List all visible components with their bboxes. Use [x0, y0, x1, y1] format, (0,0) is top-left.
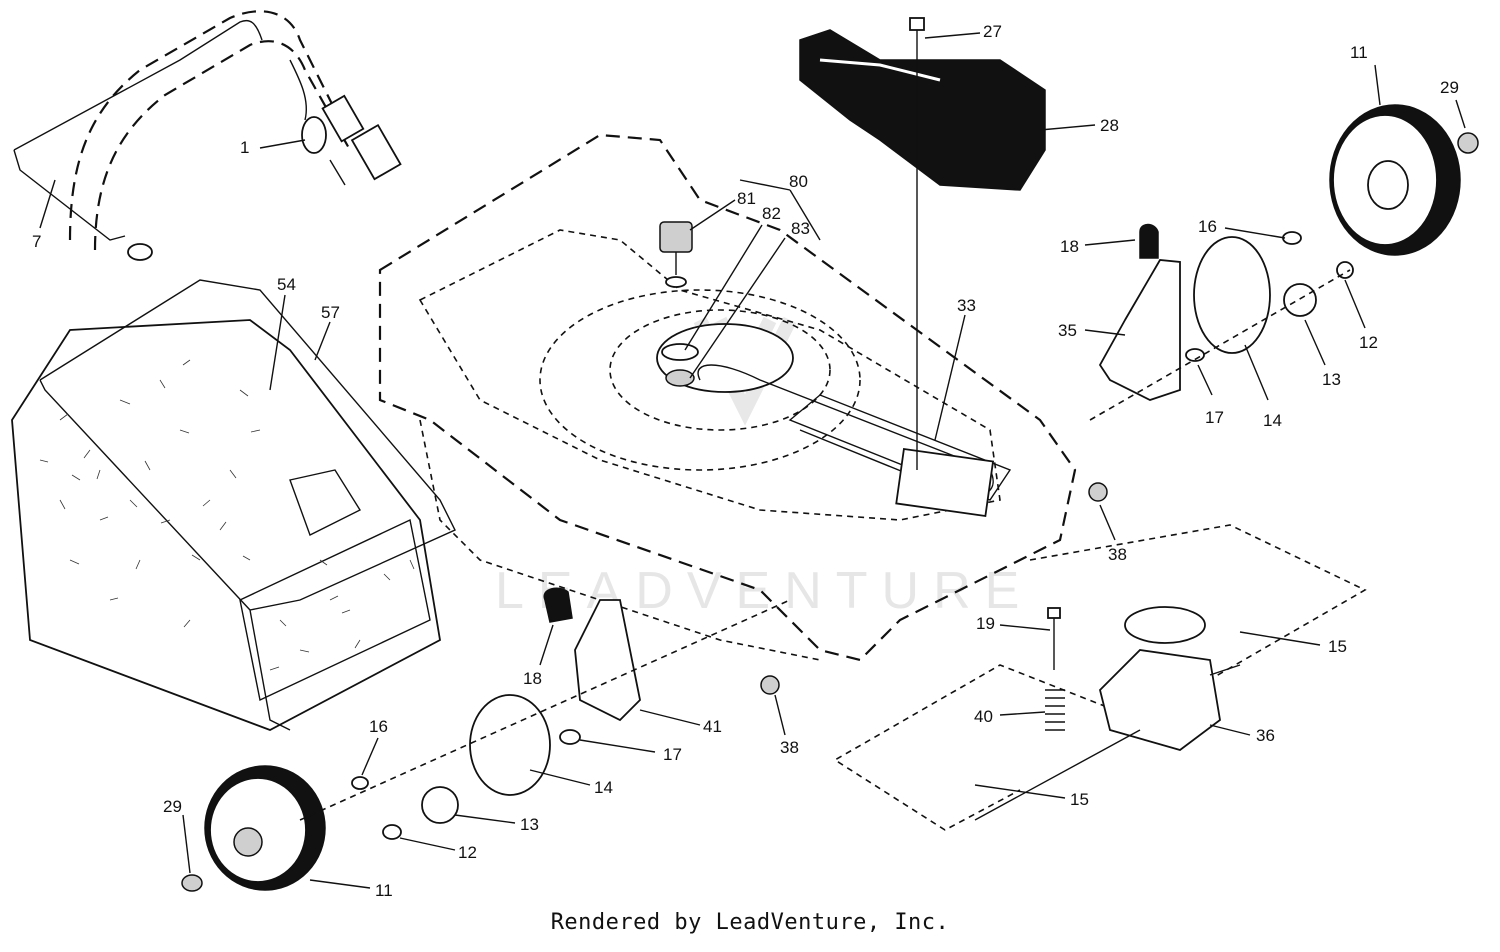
callout-35: 35 [1058, 321, 1077, 340]
callout-80: 80 [789, 172, 808, 191]
callout-83: 83 [791, 219, 810, 238]
callout-38-bottom: 38 [780, 738, 799, 757]
callout-33: 33 [957, 296, 976, 315]
callout-13-top: 13 [1322, 370, 1341, 389]
handle-assembly [13, 10, 402, 261]
footer-credit: Rendered by LeadVenture, Inc. [550, 910, 950, 935]
watermark-text: LEADVENTURE [495, 562, 1033, 620]
transmission-assembly [760, 482, 1367, 831]
callout-15-top: 15 [1328, 637, 1347, 656]
callout-11-top: 11 [1350, 43, 1368, 62]
callout-14-top: 14 [1263, 411, 1282, 430]
callout-38-top: 38 [1108, 545, 1127, 564]
callout-27: 27 [983, 22, 1002, 41]
callout-16-top: 16 [1198, 217, 1217, 236]
grass-catcher [11, 279, 456, 731]
bail-33 [697, 364, 1012, 517]
callout-82: 82 [762, 204, 781, 223]
callout-40: 40 [974, 707, 993, 726]
leader-lines [39, 32, 1466, 889]
callout-36: 36 [1256, 726, 1275, 745]
callout-17-top: 17 [1205, 408, 1224, 427]
callout-18-bottom: 18 [523, 669, 542, 688]
rear-wheel-right [1089, 104, 1479, 421]
callout-57: 57 [321, 303, 340, 322]
callout-13-bottom: 13 [520, 815, 539, 834]
callout-11-bottom: 11 [375, 881, 393, 900]
callout-17-bottom: 17 [663, 745, 682, 764]
callouts: 1 7 54 57 27 28 80 81 82 83 33 11 29 16 … [32, 22, 1459, 900]
callout-12-top: 12 [1359, 333, 1378, 352]
callout-15-bottom: 15 [1070, 790, 1089, 809]
callout-19: 19 [976, 614, 995, 633]
callout-28: 28 [1100, 116, 1119, 135]
callout-41: 41 [703, 717, 722, 736]
cover-28 [799, 17, 1046, 470]
callout-81: 81 [737, 189, 756, 208]
callout-29-top: 29 [1440, 78, 1459, 97]
front-wheel-left [181, 587, 791, 892]
callout-1: 1 [240, 138, 249, 157]
callout-18-top: 18 [1060, 237, 1079, 256]
fuel-cap-parts [659, 221, 699, 387]
callout-12-bottom: 12 [458, 843, 477, 862]
callout-16-bottom: 16 [369, 717, 388, 736]
bag-texture [39, 359, 415, 671]
callout-29-bottom: 29 [163, 797, 182, 816]
callout-54: 54 [277, 275, 296, 294]
callout-7: 7 [32, 232, 41, 251]
callout-14-bottom: 14 [594, 778, 613, 797]
